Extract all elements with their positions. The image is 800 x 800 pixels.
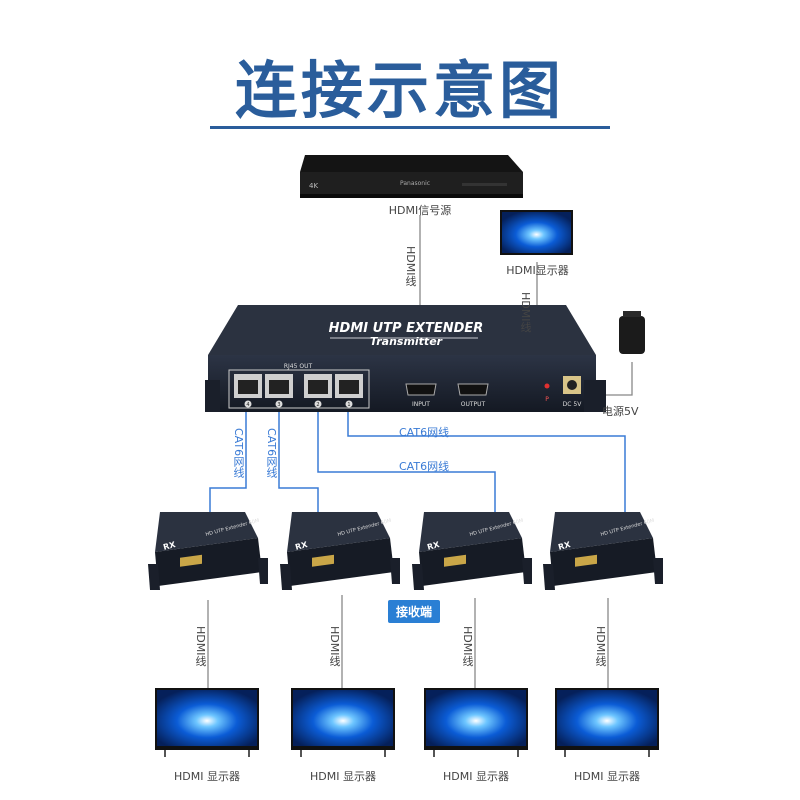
rj45-port-3: [265, 374, 293, 398]
hdmi-input-port: [405, 383, 437, 396]
svg-text:HDMI UTP EXTENDER: HDMI UTP EXTENDER: [329, 321, 484, 336]
cat6-label-port1: CAT6网线: [399, 426, 450, 439]
display-label-2: HDMI 显示器: [310, 770, 376, 783]
page-title: 连接示意图: [234, 54, 565, 127]
local-display-label: HDMI显示器: [506, 264, 569, 277]
display-3: [424, 688, 528, 757]
hdmi-cable-label-3: HDMI线: [461, 626, 474, 667]
svg-text:DC 5V: DC 5V: [563, 401, 583, 408]
svg-text:1: 1: [347, 402, 350, 408]
svg-text:INPUT: INPUT: [412, 401, 430, 408]
cat6-label-port3: CAT6网线: [265, 428, 278, 479]
receiver-3: HD UTP Extender 60M RX: [412, 512, 532, 590]
power-adapter: [619, 311, 645, 354]
svg-text:P: P: [545, 396, 549, 403]
hdmi-cable-label-2: HDMI线: [328, 626, 341, 667]
receiver-1: HD UTP Extender 60M RX: [148, 512, 268, 590]
svg-text:RX: RX: [557, 540, 572, 552]
display-2: [291, 688, 395, 757]
svg-text:3: 3: [277, 402, 280, 408]
title-underline: [210, 126, 610, 129]
display-cables: [207, 595, 609, 688]
display-1: [155, 688, 259, 757]
hdmi-cable-label-4: HDMI线: [594, 626, 607, 667]
hdmi-cable-label-input: HDMI线: [404, 246, 417, 287]
hdmi-output-port: [457, 383, 489, 396]
display-label-3: HDMI 显示器: [443, 770, 509, 783]
display-label-1: HDMI 显示器: [174, 770, 240, 783]
svg-text:Transmitter: Transmitter: [370, 335, 443, 348]
svg-text:RX: RX: [162, 540, 177, 552]
hdmi-cable-label-output: HDMI线: [519, 292, 532, 333]
svg-text:OUTPUT: OUTPUT: [461, 401, 486, 408]
svg-text:2: 2: [316, 402, 319, 408]
cat6-cables: [209, 410, 626, 523]
svg-text:RX: RX: [426, 540, 441, 552]
rj45-port-2: [304, 374, 332, 398]
rj45-port-1: [335, 374, 363, 398]
blu-ray-player: 4K Panasonic: [300, 155, 523, 198]
rj45-port-4: [234, 374, 262, 398]
svg-text:Panasonic: Panasonic: [400, 180, 430, 187]
cat6-label-port4: CAT6网线: [232, 428, 245, 479]
power-label: 电源5V: [602, 405, 639, 418]
svg-text:4: 4: [246, 402, 249, 408]
local-display: [500, 210, 573, 255]
display-4: [555, 688, 659, 757]
svg-text:4K: 4K: [309, 182, 318, 190]
transmitter: HDMI UTP EXTENDER Transmitter RJ45 OUT 4…: [205, 305, 606, 412]
receiver-4: HD UTP Extender 60M RX: [543, 512, 663, 590]
receiver-2: HD UTP Extender 60M RX: [280, 512, 400, 590]
source-label: HDMI信号源: [388, 204, 452, 217]
svg-text:RX: RX: [294, 540, 309, 552]
cat6-label-port2: CAT6网线: [399, 460, 450, 473]
hdmi-cable-label-1: HDMI线: [194, 626, 207, 667]
display-label-4: HDMI 显示器: [574, 770, 640, 783]
receiver-group-label: 接收端: [388, 600, 441, 623]
svg-text:RJ45 OUT: RJ45 OUT: [284, 363, 313, 370]
